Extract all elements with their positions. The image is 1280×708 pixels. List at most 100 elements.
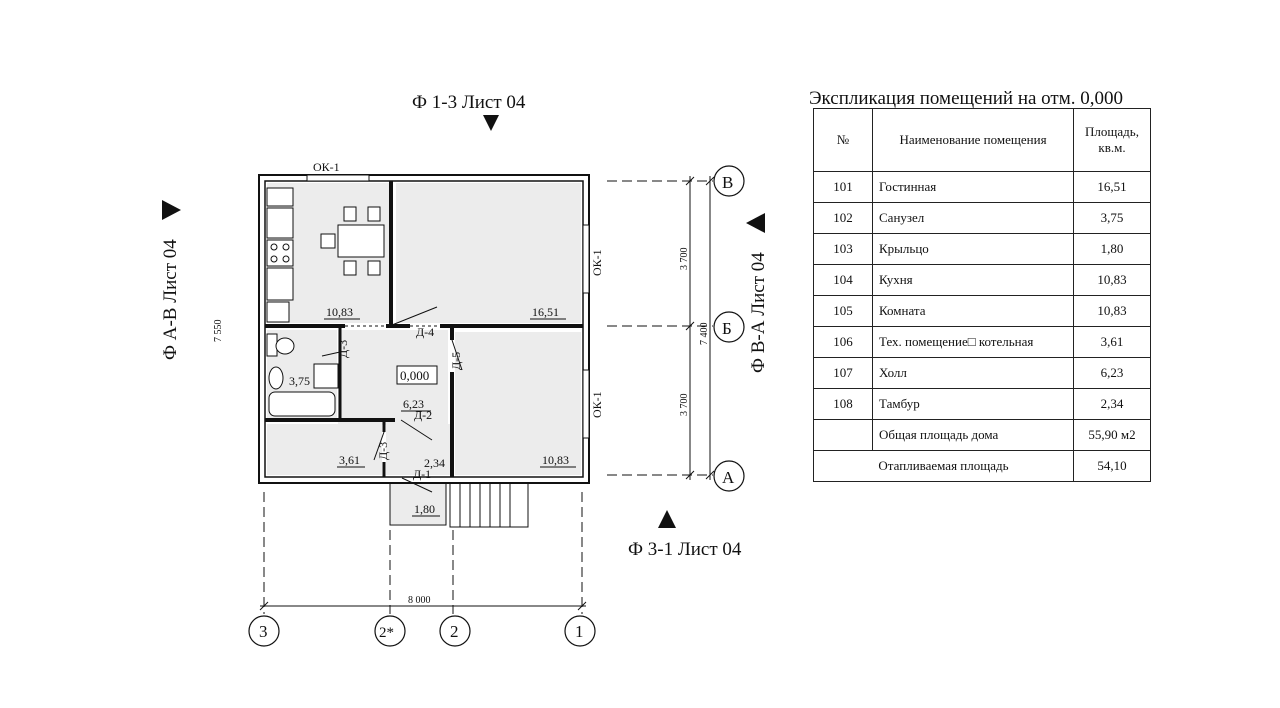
row-number: 103: [813, 233, 873, 265]
section-arrow-bottom-icon: [658, 510, 676, 528]
section-label-top: Ф 1-3 Лист 04: [412, 92, 526, 113]
area-living: 16,51: [532, 305, 559, 319]
section-arrow-top-icon: [483, 115, 499, 131]
porch: [389, 482, 529, 528]
room-porch: [390, 482, 446, 524]
towel-rail-icon: [266, 333, 278, 357]
heated-value: 54,10: [1073, 450, 1151, 482]
sink-icon: [266, 187, 294, 207]
svg-text:3: 3: [259, 622, 268, 641]
boiler-unit-icon: [313, 363, 339, 389]
chair-icon: [343, 260, 357, 276]
door-label: Д-3: [376, 442, 390, 460]
dimension-right-total: 7 400: [699, 323, 710, 346]
section-label-left: Ф А-В Лист 04: [160, 239, 181, 360]
level-mark-box: [396, 365, 438, 385]
cabinet-icon: [266, 301, 290, 323]
row-name: Гостинная: [872, 171, 1074, 203]
chair-icon: [367, 206, 381, 222]
table-row: 101 Гостинная 16,51: [813, 171, 1151, 203]
header-number: №: [813, 108, 873, 172]
row-number: 105: [813, 295, 873, 327]
door-label: Д-5: [449, 352, 463, 370]
table-row: 108 Тамбур 2,34: [813, 388, 1151, 420]
area-room: 10,83: [542, 453, 569, 467]
area-vestibule: 2,34: [424, 456, 445, 470]
washbasin-icon: [268, 366, 284, 390]
explication-table: № Наименование помещения Площадь, кв.м. …: [813, 108, 1151, 482]
row-number: 102: [813, 202, 873, 234]
total-row: Общая площадь дома 55,90 м2: [813, 419, 1151, 451]
area-bath: 3,75: [289, 374, 310, 388]
stairs-outline: [449, 482, 529, 528]
table-row: 103 Крыльцо 1,80: [813, 233, 1151, 265]
svg-text:1: 1: [575, 622, 584, 641]
bathtub-icon: [268, 391, 336, 417]
svg-text:2: 2: [450, 622, 459, 641]
row-number: 101: [813, 171, 873, 203]
row-area: 6,23: [1073, 357, 1151, 389]
row-area: 3,61: [1073, 326, 1151, 358]
stove-icon: [266, 239, 294, 267]
row-area: 16,51: [1073, 171, 1151, 203]
window-label-right-lower: ОК-1: [590, 391, 604, 418]
window-label-top: ОК-1: [313, 160, 340, 174]
axis-bubble-2: 2: [439, 615, 471, 647]
fridge-icon: [266, 267, 294, 301]
row-number: 106: [813, 326, 873, 358]
table-header-row: № Наименование помещения Площадь, кв.м.: [813, 108, 1151, 172]
row-name: Санузел: [872, 202, 1074, 234]
section-arrow-right-icon: [746, 213, 765, 233]
toilet-icon: [275, 337, 295, 355]
table-row: 107 Холл 6,23: [813, 357, 1151, 389]
area-porch: 1,80: [414, 502, 435, 516]
walls: [258, 174, 590, 493]
room-living: [396, 183, 581, 323]
total-value: 55,90 м2: [1073, 419, 1151, 451]
dimension-right-lower: 3 700: [679, 394, 690, 417]
row-area: 10,83: [1073, 264, 1151, 296]
row-number: 107: [813, 357, 873, 389]
axis-bubble-a: А: [713, 460, 745, 492]
axis-bubble-v: В: [713, 165, 745, 197]
heated-row: Отапливаемая площадь 54,10: [813, 450, 1151, 482]
table-row: 102 Санузел 3,75: [813, 202, 1151, 234]
porch-outline: [389, 482, 447, 526]
axis-bubble-2star: 2*: [374, 615, 406, 647]
section-arrow-left-icon: [162, 200, 181, 220]
chair-icon: [320, 233, 336, 249]
axis-bubble-1: 1: [564, 615, 596, 647]
section-label-bottom: Ф 3-1 Лист 04: [628, 539, 742, 560]
table-row: 104 Кухня 10,83: [813, 264, 1151, 296]
row-area: 10,83: [1073, 295, 1151, 327]
door-label: Д-1: [413, 467, 431, 481]
door-label: Д-2: [414, 408, 432, 422]
axis-bubble-b: Б: [713, 311, 745, 343]
bathroom-fixtures: [266, 333, 339, 417]
chair-icon: [367, 260, 381, 276]
table-row: 106 Тех. помещение□ котельная 3,61: [813, 326, 1151, 358]
row-area: 1,80: [1073, 233, 1151, 265]
area-hall: 6,23: [403, 397, 424, 411]
room-room: [455, 332, 581, 475]
row-name: Холл: [872, 357, 1074, 389]
area-kitchen: 10,83: [326, 305, 353, 319]
outer-wall-inner: [264, 180, 584, 478]
window-label-right-upper: ОК-1: [590, 249, 604, 276]
row-name: Комната: [872, 295, 1074, 327]
dimension-overall-width: 8 000: [408, 595, 431, 606]
counter-icon: [266, 207, 294, 239]
row-name: Крыльцо: [872, 233, 1074, 265]
row-area: 2,34: [1073, 388, 1151, 420]
svg-text:Б: Б: [722, 319, 732, 338]
explication-title: Экспликация помещений на отм. 0,000: [809, 88, 1124, 109]
heated-label: Отапливаемая площадь: [813, 450, 1074, 482]
svg-text:В: В: [722, 173, 733, 192]
door-label: Д-3: [336, 340, 350, 358]
header-name: Наименование помещения: [872, 108, 1074, 172]
window-right-lower: [582, 369, 590, 439]
level-mark: 0,000: [400, 368, 429, 383]
table-row: 105 Комната 10,83: [813, 295, 1151, 327]
row-name: Тех. помещение□ котельная: [872, 326, 1074, 358]
